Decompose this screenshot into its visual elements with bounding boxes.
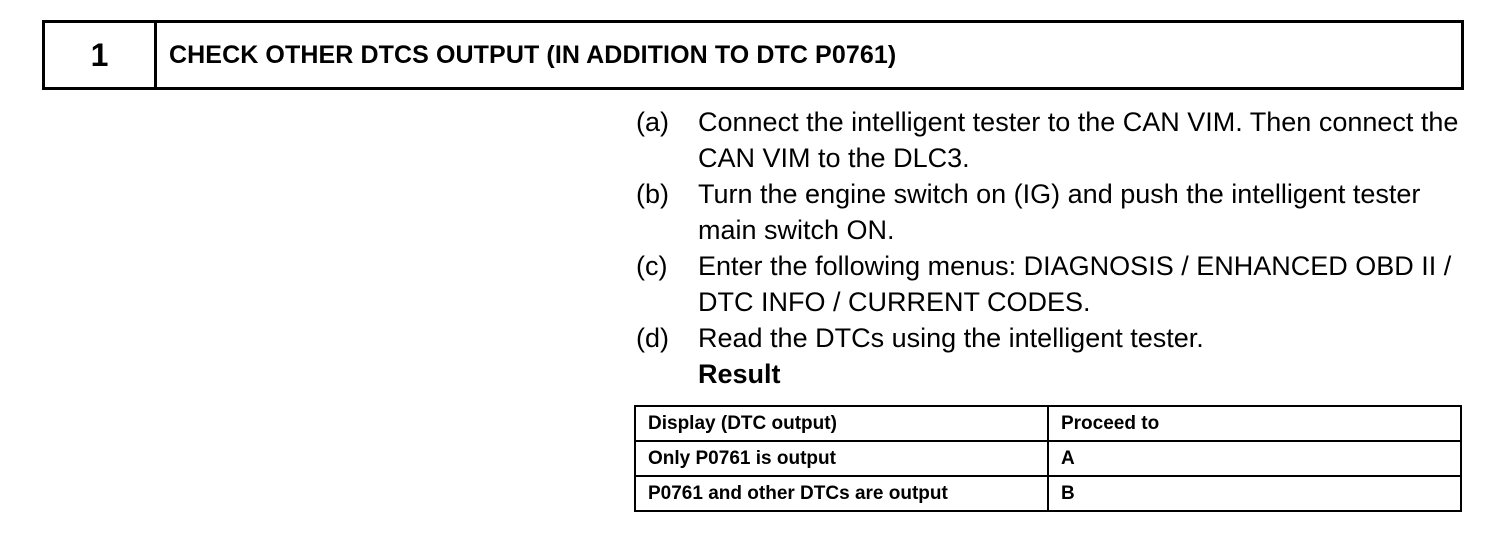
- table-cell: Only P0761 is output: [634, 440, 1049, 477]
- table-cell: P0761 and other DTCs are output: [634, 475, 1049, 512]
- table-header-row: Display (DTC output) Proceed to: [634, 405, 1463, 442]
- table-header-cell: Display (DTC output): [634, 405, 1049, 442]
- table-row: Only P0761 is output A: [634, 440, 1463, 477]
- instruction-item-d: (d) Read the DTCs using the intelligent …: [636, 320, 1466, 356]
- instruction-letter: (d): [636, 323, 669, 353]
- result-table: Display (DTC output) Proceed to Only P07…: [634, 405, 1463, 512]
- table-row: P0761 and other DTCs are output B: [634, 475, 1463, 512]
- instruction-text: Read the DTCs using the intelligent test…: [698, 323, 1204, 353]
- table-cell: B: [1046, 475, 1463, 512]
- instruction-letter: (a): [636, 107, 669, 137]
- instruction-item-b: (b) Turn the engine switch on (IG) and p…: [636, 176, 1466, 248]
- instruction-letter: (c): [636, 251, 668, 281]
- instruction-text: Connect the intelligent tester to the CA…: [698, 107, 1459, 173]
- instruction-list: (a) Connect the intelligent tester to th…: [636, 104, 1466, 392]
- step-header: 1 CHECK OTHER DTCS OUTPUT (IN ADDITION T…: [42, 20, 1464, 90]
- instruction-text: Turn the engine switch on (IG) and push …: [698, 179, 1421, 245]
- result-label: Result: [698, 359, 781, 389]
- instruction-text: Enter the following menus: DIAGNOSIS / E…: [698, 251, 1452, 317]
- instruction-letter: (b): [636, 179, 669, 209]
- table-cell: A: [1046, 440, 1463, 477]
- instruction-item-a: (a) Connect the intelligent tester to th…: [636, 104, 1466, 176]
- step-number: 1: [45, 23, 157, 87]
- step-title: CHECK OTHER DTCS OUTPUT (IN ADDITION TO …: [169, 40, 897, 69]
- instruction-item-c: (c) Enter the following menus: DIAGNOSIS…: [636, 248, 1466, 320]
- table-header-cell: Proceed to: [1046, 405, 1463, 442]
